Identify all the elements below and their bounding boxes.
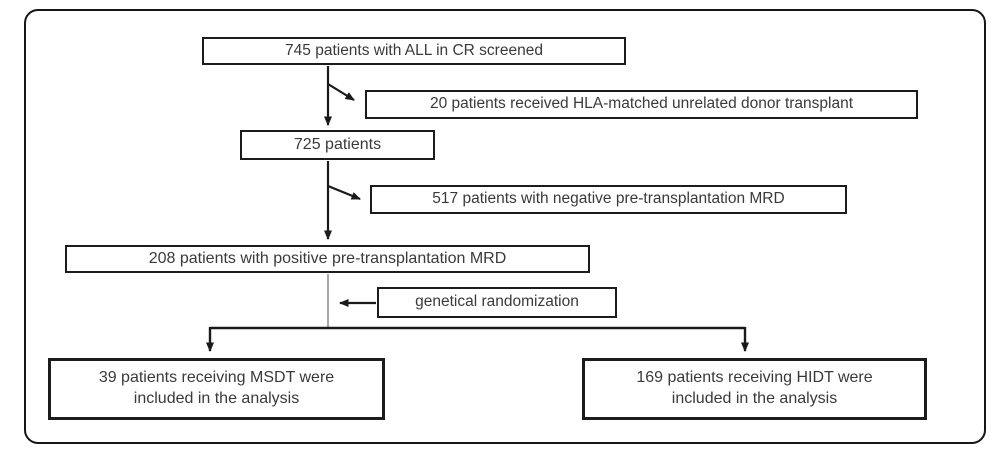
- flow-box-mrd-positive-label: 208 patients with positive pre-transplan…: [148, 249, 507, 267]
- flow-box-screened-label: 745 patients with ALL in CR screened: [285, 41, 543, 59]
- flow-box-remaining-patients: 725 patients: [240, 130, 435, 160]
- flow-box-mrd-positive: 208 patients with positive pre-transplan…: [65, 245, 590, 273]
- flow-box-excluded-unrelated-donor-label: 20 patients received HLA-matched unrelat…: [429, 95, 854, 113]
- flow-box-excluded-mrd-negative: 517 patients with negative pre-transplan…: [370, 185, 847, 214]
- flow-box-excluded-mrd-negative-label: 517 patients with negative pre-transplan…: [432, 190, 785, 208]
- flow-box-hidt-analysis-label: 169 patients receiving HIDT were include…: [636, 369, 873, 407]
- flow-box-genetical-randomization: genetical randomization: [377, 287, 617, 318]
- flow-box-msdt-analysis-label: 39 patients receiving MSDT were included…: [98, 369, 335, 407]
- flow-box-hidt-analysis: 169 patients receiving HIDT were include…: [582, 358, 927, 420]
- flow-box-genetical-randomization-label: genetical randomization: [415, 293, 579, 311]
- figure-border: [24, 9, 986, 444]
- flow-box-remaining-patients-label: 725 patients: [293, 135, 382, 153]
- flow-box-excluded-unrelated-donor: 20 patients received HLA-matched unrelat…: [365, 90, 918, 119]
- flow-box-screened: 745 patients with ALL in CR screened: [202, 37, 626, 65]
- flow-box-msdt-analysis: 39 patients receiving MSDT were included…: [48, 358, 385, 420]
